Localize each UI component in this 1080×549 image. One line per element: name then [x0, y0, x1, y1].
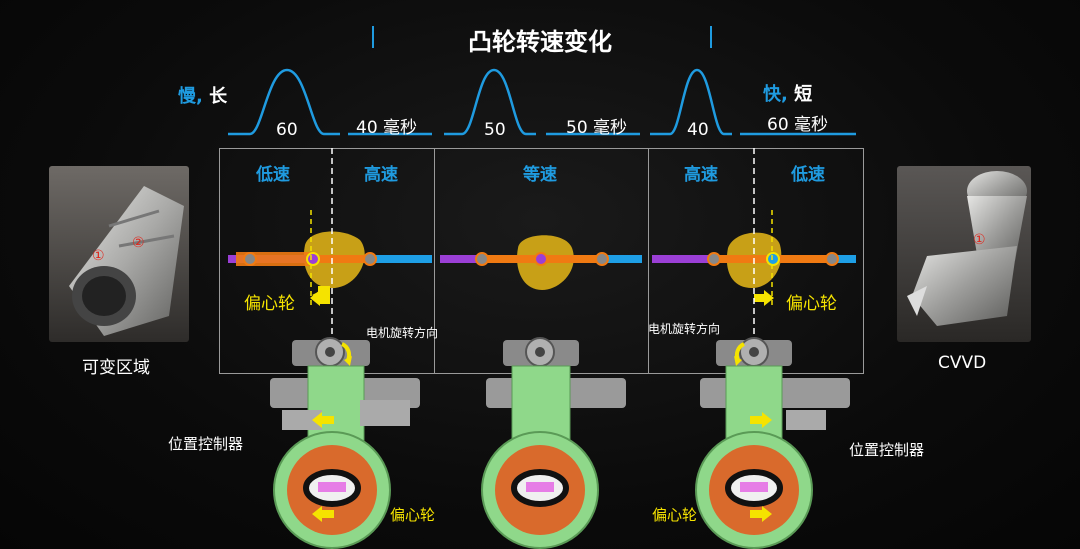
- motor-direction-right: 电机旋转方向: [648, 322, 721, 336]
- eccentric-label-right: 偏心轮: [786, 294, 837, 314]
- shaft-panel-3: [652, 210, 856, 306]
- fast-short-label: 快, 短: [763, 80, 812, 106]
- cam-shaft-image-left: [49, 166, 189, 342]
- header-low-speed-1: 低速: [256, 165, 290, 185]
- panel-divider-1: [434, 148, 435, 374]
- controller-mechanism-3: [695, 337, 850, 549]
- cam-photo-left: [49, 166, 189, 342]
- header-low-speed-2: 低速: [791, 165, 825, 185]
- controller-mechanism-2: [481, 337, 626, 549]
- position-controller-right: 位置控制器: [849, 441, 925, 459]
- cam-value-2: 50: [484, 120, 506, 140]
- shaft-panel-2: [440, 235, 642, 290]
- panel-divider-2: [648, 148, 649, 374]
- left-photo-caption: 可变区域: [82, 358, 150, 378]
- short-text: 短: [794, 84, 813, 105]
- eccentric-label-bottom-left: 偏心轮: [390, 506, 436, 524]
- eccentric-label-left: 偏心轮: [244, 294, 295, 314]
- eccentric-label-bottom-right: 偏心轮: [652, 506, 698, 524]
- photo-mark-2-left: ②: [132, 235, 145, 251]
- profile-curve-1: [228, 68, 340, 136]
- header-high-speed-1: 高速: [364, 165, 398, 185]
- cam-value-3: 40: [687, 120, 709, 140]
- long-text: 长: [209, 86, 228, 107]
- ms-label-3: 60 毫秒: [767, 115, 829, 135]
- slow-long-label: 慢, 长: [178, 82, 227, 108]
- controller-mechanism-1: [270, 337, 420, 549]
- cam-profile-curves: [228, 68, 856, 136]
- ms-label-1: 40 毫秒: [356, 118, 418, 138]
- profile-curve-3: [650, 68, 732, 136]
- photo-mark-1-right: ①: [973, 232, 986, 248]
- header-high-speed-2: 高速: [684, 165, 718, 185]
- title-bar-left: [372, 26, 374, 48]
- cam-photo-right: [897, 166, 1031, 342]
- shaft-panel-1: [228, 210, 432, 306]
- header-constant-speed: 等速: [523, 165, 557, 185]
- ms-label-2: 50 毫秒: [566, 118, 628, 138]
- motor-direction-left: 电机旋转方向: [366, 326, 439, 340]
- position-controller-left: 位置控制器: [168, 435, 244, 453]
- profile-curve-2: [444, 68, 536, 136]
- slow-text: 慢,: [178, 86, 203, 107]
- right-photo-caption: CVVD: [938, 353, 987, 373]
- cam-value-1: 60: [276, 120, 298, 140]
- fast-text: 快,: [763, 84, 788, 105]
- title-bar-right: [710, 26, 712, 48]
- page-title: 凸轮转速变化: [468, 28, 612, 56]
- photo-mark-1-left: ①: [92, 248, 105, 264]
- cam-shaft-image-right: [897, 166, 1031, 342]
